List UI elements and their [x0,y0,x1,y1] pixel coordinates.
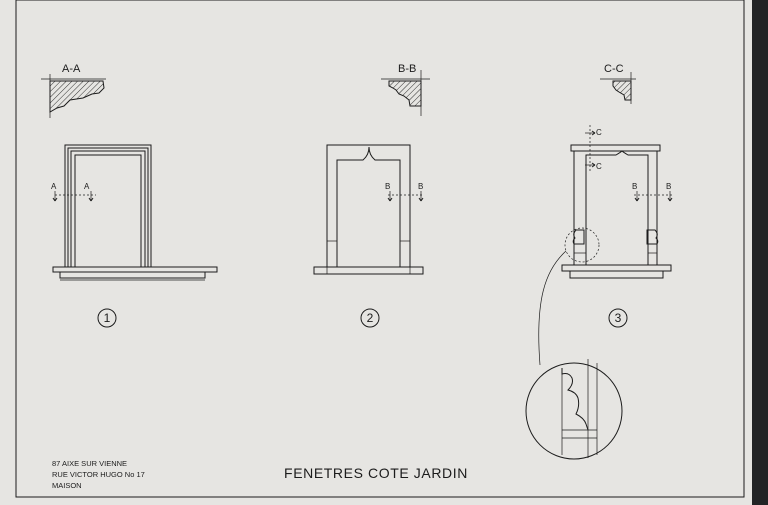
section-aa: A-A [41,63,106,118]
window-1-number: 1 [104,311,111,325]
address-line-2: RUE VICTOR HUGO No 17 [52,470,145,479]
window-2-number: 2 [367,311,374,325]
section-aa-label: A-A [62,63,81,75]
cut-mark-b-left-w3: B [632,182,637,191]
section-cc-label: C-C [604,63,624,75]
window-1-elevation: A A 1 [51,144,218,328]
cut-mark-c-bottom: C [596,162,602,171]
window-3-number: 3 [615,311,622,325]
paper [0,0,752,505]
window-2-number-circle [360,308,380,328]
address-line-1: 87 AIXE SUR VIENNE [52,459,127,468]
window-3-elevation: C C B B 3 [538,125,674,366]
cut-mark-b-right-w2: B [418,182,423,191]
section-cc-profile [612,80,632,101]
address-line-3: MAISON [52,481,82,490]
section-bb: B-B [381,63,430,116]
section-bb-profile [388,80,422,107]
cut-mark-c-top: C [596,128,602,137]
section-bb-label: B-B [398,63,416,75]
cut-mark-b-right-w3: B [666,182,671,191]
section-cc: C-C [600,63,636,104]
detail-leader-line [538,250,567,366]
drawing-title: FENETRES COTE JARDIN [284,465,468,481]
section-aa-profile [49,80,105,113]
cut-mark-a-left: A [51,182,57,191]
window-3-number-circle [608,308,628,328]
drawing-border [15,0,745,498]
window-1-number-circle [97,308,117,328]
cut-mark-a-right: A [84,182,90,191]
corbel-detail-enlarged [525,359,623,460]
window-2-elevation: B B 2 [313,144,424,328]
detail-callout-circle [564,227,600,263]
cut-mark-b-left-w2: B [385,182,390,191]
